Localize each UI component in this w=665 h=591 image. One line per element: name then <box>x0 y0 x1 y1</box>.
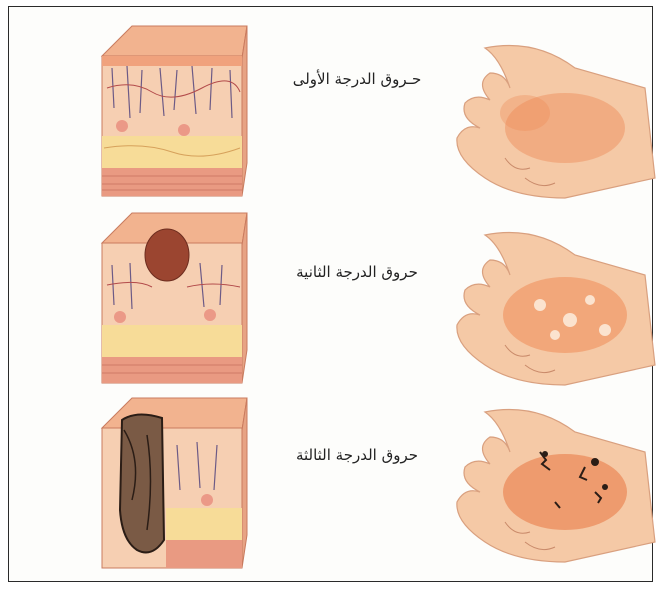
row-first-degree: حـروق الدرجة الأولى <box>0 18 665 208</box>
skin-cross-section-third-degree <box>92 390 252 570</box>
skin-cross-section-first-degree <box>92 18 252 198</box>
second-degree-label: حروق الدرجة الثانية <box>262 263 452 281</box>
skin-cross-section-second-degree <box>92 205 252 385</box>
third-degree-label: حروق الدرجة الثالثة <box>262 446 452 464</box>
row-second-degree: حروق الدرجة الثانية <box>0 205 665 395</box>
first-degree-label: حـروق الدرجة الأولى <box>262 70 452 88</box>
hand-first-degree-burn <box>445 28 660 208</box>
hand-second-degree-burn <box>445 215 660 395</box>
hand-third-degree-burn <box>445 392 660 572</box>
row-third-degree: حروق الدرجة الثالثة <box>0 390 665 580</box>
